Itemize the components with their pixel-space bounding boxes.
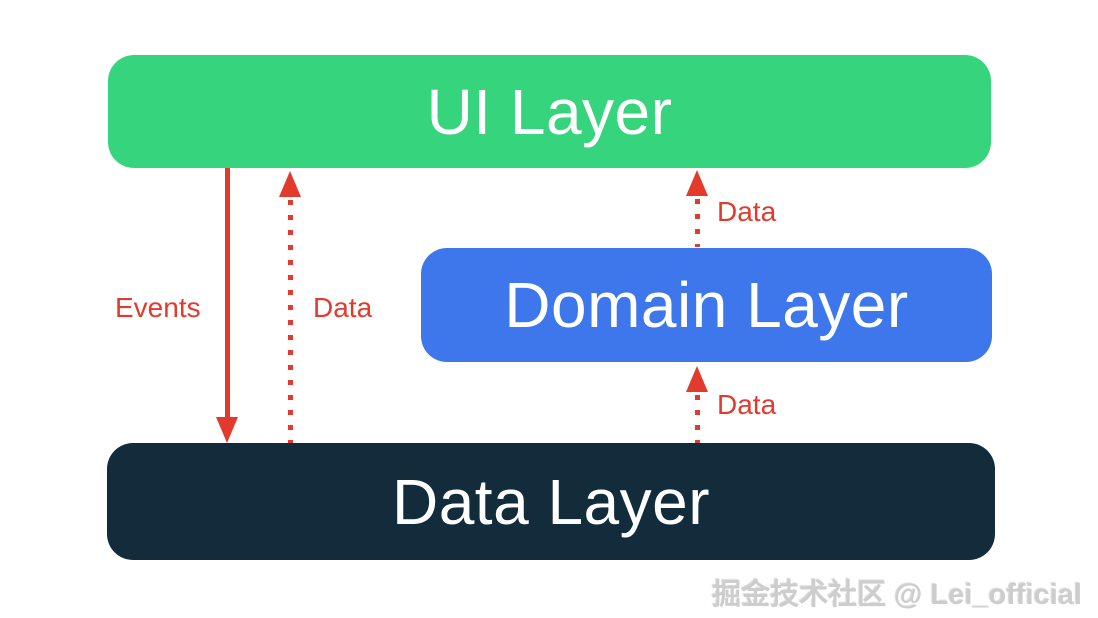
data-arrow-label: Data	[313, 292, 373, 323]
data-arrow-label: Data	[717, 196, 777, 227]
data-arrow-line	[695, 395, 700, 443]
domain-layer-box: Domain Layer	[421, 248, 992, 362]
ui-layer-box: UI Layer	[108, 55, 991, 168]
events-arrow-label: Events	[115, 292, 201, 323]
data-arrow-line	[695, 199, 700, 247]
data-layer-label: Data Layer	[391, 465, 711, 538]
data-layer-box: Data Layer	[107, 443, 995, 560]
data-arrow-up-icon	[686, 170, 708, 196]
ui-layer-label: UI Layer	[426, 75, 673, 148]
domain-layer-label: Domain Layer	[504, 269, 909, 341]
data-arrow-label: Data	[717, 389, 777, 420]
data-arrow-up-icon	[279, 171, 301, 197]
data-arrow-up-icon	[686, 366, 708, 392]
events-arrow-down-icon	[216, 417, 238, 443]
watermark: 掘金技术社区 @ Lei_official	[712, 579, 1082, 611]
data-arrow-line	[288, 200, 293, 443]
events-arrow-line	[225, 168, 230, 418]
